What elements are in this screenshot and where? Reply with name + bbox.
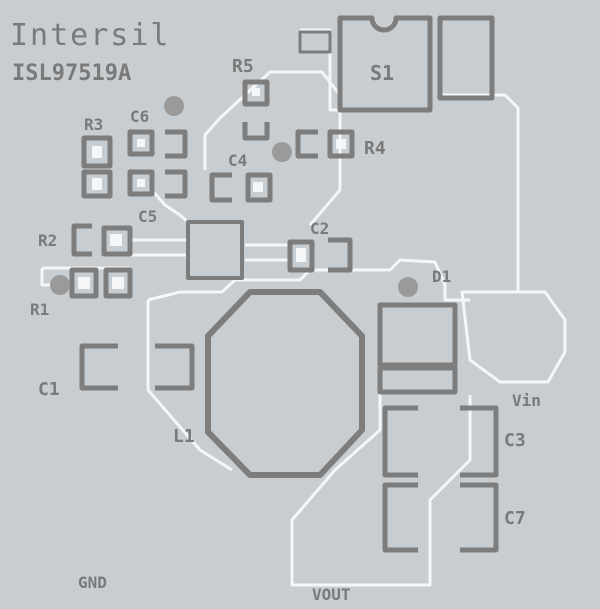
via-d1 [398, 277, 418, 297]
label-d1: D1 [432, 267, 451, 286]
c2-pad-left [287, 239, 315, 273]
via-c4 [272, 142, 292, 162]
r5-pad-bottom [242, 122, 270, 141]
c5-pad-left [127, 169, 155, 197]
r3-pad-bottom [81, 169, 113, 199]
label-s1: S1 [370, 61, 394, 85]
s1-small-pad [298, 30, 332, 54]
label-c4: C4 [228, 151, 247, 170]
label-vin: Vin [512, 391, 541, 410]
pads [69, 15, 499, 553]
label-c2: C2 [310, 219, 329, 238]
r2-pad-right [101, 225, 133, 257]
r4-pad-right [327, 129, 355, 159]
s1-pad [337, 15, 433, 113]
brand-logo: Intersil [10, 18, 171, 53]
r1-pad-right [103, 267, 133, 299]
r2-pad-left [71, 223, 92, 257]
label-r1: R1 [30, 300, 49, 319]
c4-pad-left [209, 172, 232, 203]
label-r2: R2 [38, 231, 57, 250]
c6-pad-left [127, 129, 155, 157]
r4-pad-left [295, 129, 318, 159]
r5-pad-top [242, 79, 270, 107]
c6-pad-right [165, 129, 188, 159]
label-l1: L1 [173, 426, 195, 447]
label-c5: C5 [138, 207, 157, 226]
r3-pad-top [81, 135, 113, 169]
label-r5: R5 [232, 56, 254, 77]
c3-pad-left [382, 405, 418, 478]
c1-pad-left [79, 343, 118, 391]
via-r1 [50, 275, 70, 295]
r1-pad-left [69, 267, 99, 299]
label-c6: C6 [130, 107, 149, 126]
label-vout: VOUT [312, 585, 351, 604]
part-number: ISL97519A [12, 61, 131, 86]
vias [50, 96, 418, 297]
c1-pad-right [155, 343, 195, 391]
c2-pad-right [328, 237, 353, 273]
c7-pad-right [460, 482, 499, 553]
l1-inductor [205, 289, 365, 478]
d1-pad-bottom [377, 365, 458, 395]
c5-pad-right [165, 169, 188, 199]
label-c3: C3 [504, 430, 526, 451]
d1-pad-top [377, 302, 458, 368]
pad-centers [78, 88, 346, 289]
label-gnd: GND [78, 573, 107, 592]
ic-body [186, 220, 244, 280]
c7-pad-left [382, 482, 418, 553]
c4-pad-right [245, 172, 273, 203]
label-r3: R3 [84, 115, 103, 134]
c3-pad-right [460, 405, 499, 478]
label-c7: C7 [504, 508, 526, 529]
label-r4: R4 [364, 138, 386, 159]
s1-pad-right [437, 15, 495, 101]
label-c1: C1 [38, 379, 60, 400]
via-c6 [164, 96, 184, 116]
